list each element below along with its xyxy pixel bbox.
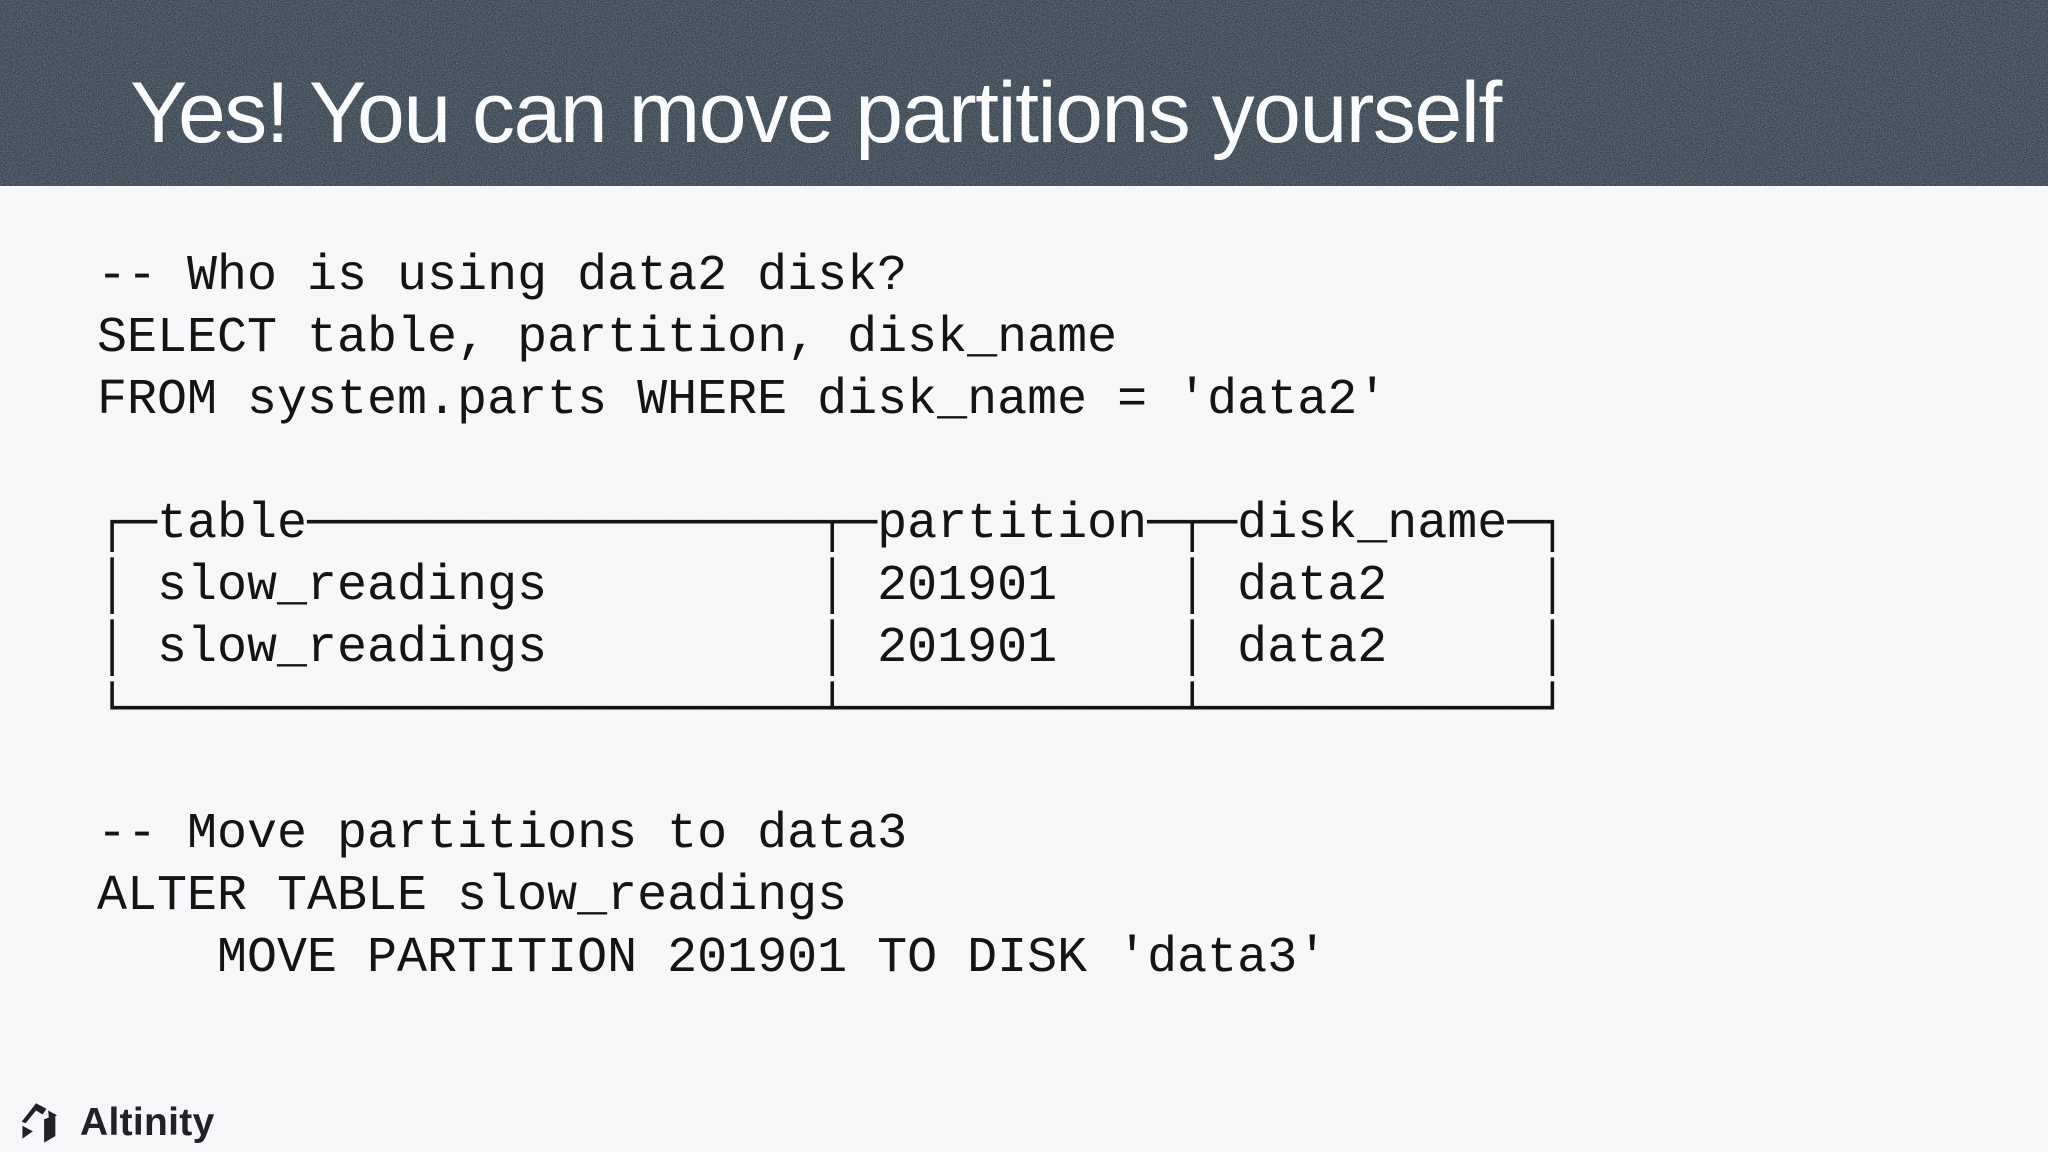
slide-body: -- Who is using data2 disk? SELECT table…: [0, 186, 2048, 1152]
altinity-logo-icon: [21, 1103, 57, 1143]
altinity-brand-text: Altinity: [80, 1100, 215, 1144]
sql-query-block: -- Who is using data2 disk? SELECT table…: [97, 248, 1388, 429]
slide-title: Yes! You can move partitions yourself: [130, 65, 1502, 161]
query-result-ascii-table: ┌─table─────────────────┬─partition─┬─di…: [97, 496, 1568, 739]
alter-table-block: -- Move partitions to data3 ALTER TABLE …: [97, 806, 1328, 987]
header-noise-texture: [0, 0, 2048, 186]
footer: Altinity: [20, 1099, 215, 1146]
slide-header: Yes! You can move partitions yourself: [0, 0, 2048, 186]
